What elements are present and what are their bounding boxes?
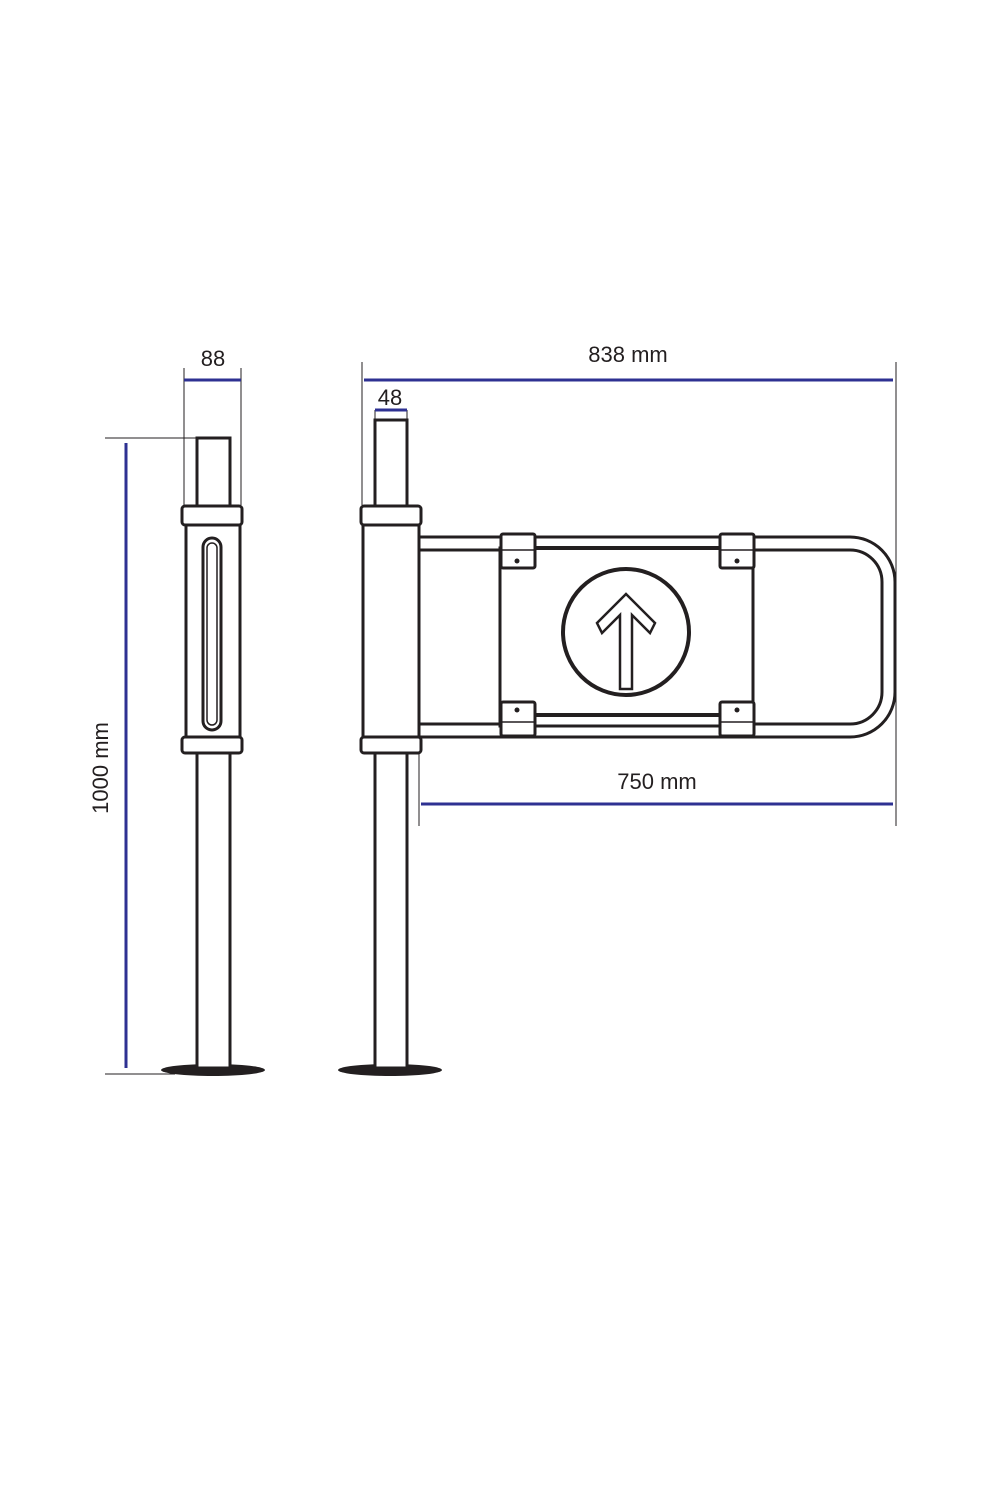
- overall-width-label: 838 mm: [588, 342, 667, 367]
- front-base-plate: [338, 1064, 442, 1076]
- side-view: 88 1000 mm: [88, 346, 265, 1076]
- front-bottom-collar: [359, 735, 423, 755]
- front-post-body: [361, 522, 421, 740]
- side-width-label: 88: [201, 346, 225, 371]
- side-base-plate: [161, 1064, 265, 1076]
- side-top-collar: [180, 504, 244, 527]
- arrow-up-icon: [595, 592, 657, 691]
- height-label: 1000 mm: [88, 722, 113, 814]
- side-lower-post: [195, 750, 232, 1070]
- side-slot: [201, 536, 223, 732]
- side-bottom-collar: [180, 735, 244, 755]
- side-upper-post: [195, 436, 232, 508]
- post-width-label: 48: [378, 385, 402, 410]
- front-top-collar: [359, 504, 423, 527]
- clamp-bottom-left: [499, 700, 537, 738]
- side-slot-inner: [206, 542, 218, 726]
- clamp-bottom-right: [718, 700, 756, 738]
- gate-arm-tube-inner: [419, 548, 884, 726]
- front-upper-post: [373, 418, 409, 508]
- gate-arm-tube-outer: [419, 535, 897, 739]
- clamp-top-right: [718, 532, 756, 570]
- arm-length-label: 750 mm: [617, 769, 696, 794]
- front-lower-post: [373, 750, 409, 1070]
- front-view: 838 mm 48 750 mm: [338, 342, 897, 1076]
- clamp-top-left: [499, 532, 537, 570]
